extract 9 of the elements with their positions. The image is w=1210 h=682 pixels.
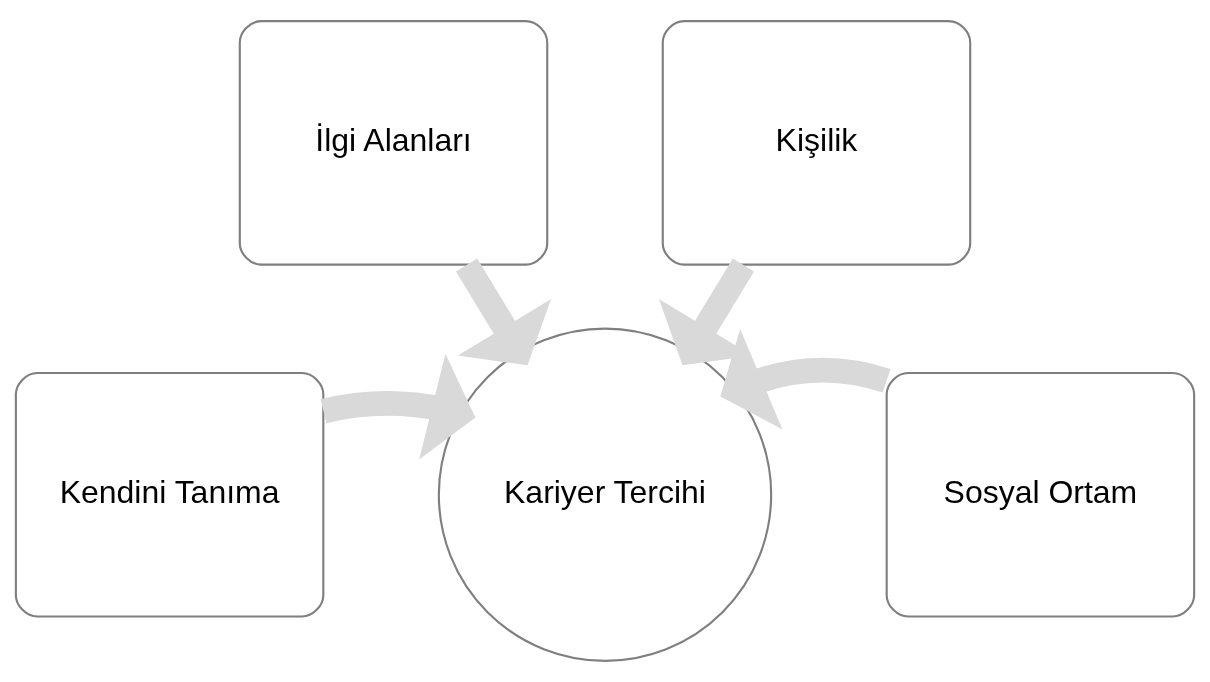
arrow [455, 258, 552, 366]
node-circle: Kariyer Tercihi [437, 327, 773, 662]
node-box: İlgi Alanları [238, 20, 549, 266]
node-box: Kişilik [661, 20, 972, 266]
arrow [720, 329, 891, 430]
node-box: Sosyal Ortam [885, 371, 1196, 618]
arrow [320, 353, 476, 460]
node-box: Kendini Tanıma [14, 371, 325, 618]
arrow [658, 258, 755, 366]
